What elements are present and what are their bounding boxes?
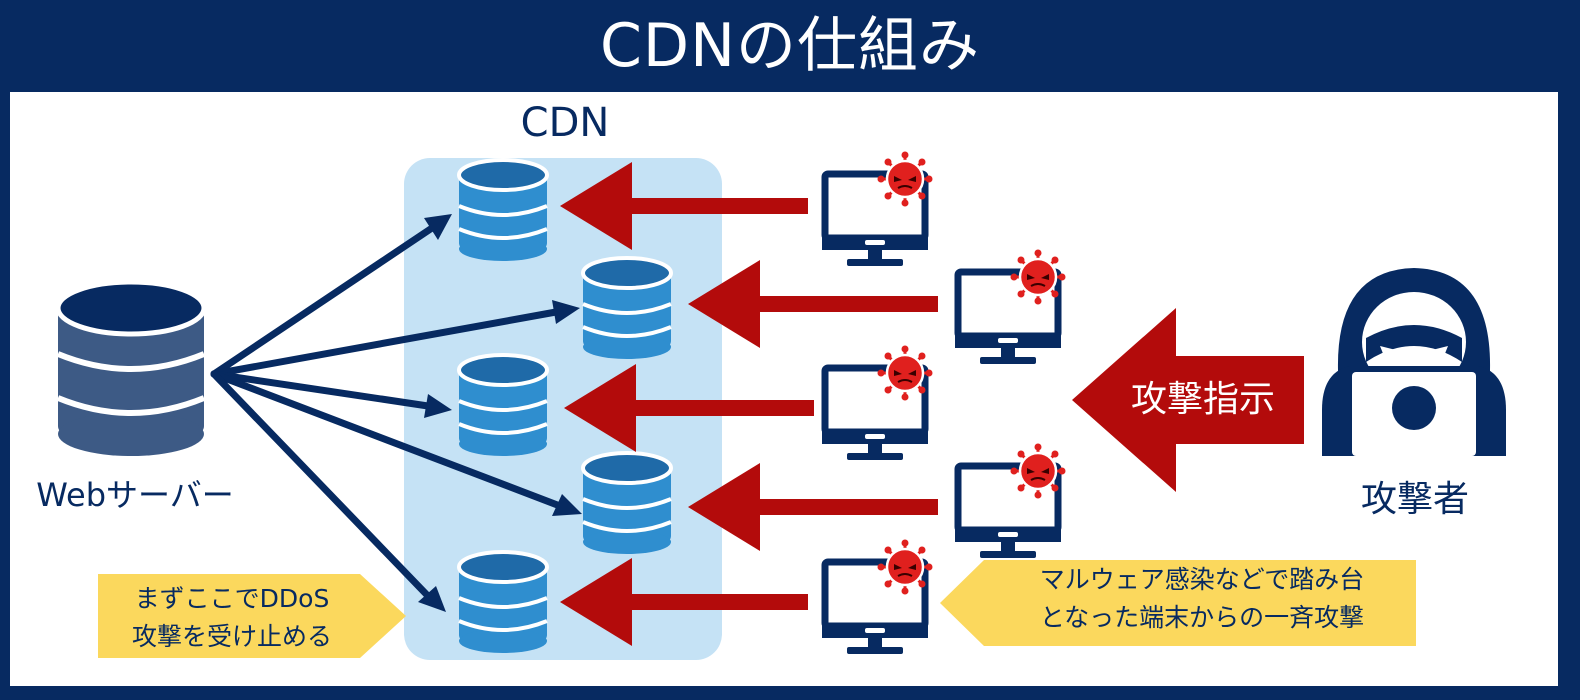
- arrow-to-cdn-1: [210, 224, 436, 378]
- infected-terminal-4-icon: [955, 444, 1066, 559]
- attack-arrows: [560, 162, 938, 646]
- cdn-node-5-database-icon: [457, 550, 549, 655]
- web-server-label: Webサーバー: [36, 476, 234, 514]
- web-server-database-icon: [55, 279, 207, 456]
- attack-arrow-5: [560, 558, 808, 646]
- note-left-line-2: 攻撃を受け止める: [131, 622, 332, 651]
- arrow-to-cdn-5: [210, 370, 432, 600]
- note-left: まずここでDDoS 攻撃を受け止める: [104, 580, 360, 656]
- cdn-node-3-database-icon: [457, 353, 549, 458]
- note-left-line-1: まずここでDDoS: [134, 584, 330, 613]
- attack-arrow-2: [688, 260, 938, 348]
- distribution-arrows: [210, 214, 582, 612]
- note-right-line-2: となった端末からの一斉攻撃: [1039, 603, 1365, 632]
- note-right: マルウェア感染などで踏み台 となった端末からの一斉攻撃: [1002, 561, 1402, 637]
- infected-terminal-2-icon: [955, 250, 1066, 365]
- page-title: CDNの仕組み: [600, 11, 980, 81]
- infected-terminal-5-icon: [822, 540, 933, 655]
- cdn-node-1-database-icon: [457, 158, 549, 263]
- arrow-to-cdn-2: [210, 308, 560, 378]
- attacker-label: 攻撃者: [1360, 479, 1469, 520]
- note-right-shape: [940, 560, 1416, 646]
- attack-arrow-3: [564, 364, 814, 452]
- attack-instruction-arrow: [1072, 308, 1304, 492]
- attack-instruction-label: 攻撃指示: [1130, 379, 1275, 420]
- cdn-label: CDN: [520, 100, 610, 146]
- attack-arrow-4: [688, 463, 938, 551]
- attacker-icon: [1322, 268, 1506, 456]
- infected-terminal-1-icon: [822, 152, 933, 267]
- attack-arrow-1: [560, 162, 808, 250]
- cdn-node-2-database-icon: [581, 256, 673, 361]
- infected-terminal-3-icon: [822, 346, 933, 461]
- arrow-to-cdn-4: [210, 370, 564, 510]
- note-left-shape: [98, 574, 406, 658]
- cdn-node-4-database-icon: [581, 451, 673, 556]
- note-right-line-1: マルウェア感染などで踏み台: [1039, 565, 1365, 594]
- arrow-to-cdn-3: [210, 370, 432, 410]
